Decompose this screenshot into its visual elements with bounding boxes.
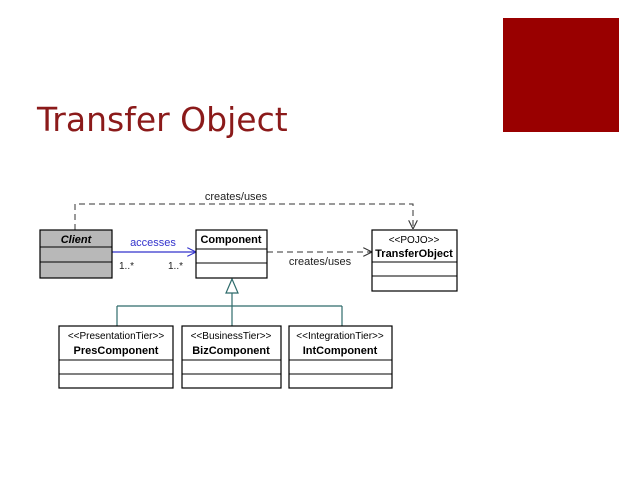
class-transfer-object-name: TransferObject [375,248,453,260]
class-client: Client [39,229,113,279]
class-int-component-name: IntComponent [303,345,378,357]
class-pres-component-name: PresComponent [74,345,159,357]
class-component-name: Component [200,234,261,246]
accesses-label: accesses [130,237,176,249]
slide-title: Transfer Object [37,100,288,139]
component-dependency-label: creates/uses [289,256,352,268]
accent-square [503,18,619,132]
component-dependency: creates/uses [267,252,372,268]
accesses-target-multiplicity: 1..* [168,261,183,272]
top-dependency-label: creates/uses [205,191,268,203]
accesses-association: accesses 1..* 1..* [112,237,196,272]
class-transfer-object: <<POJO>> TransferObject [371,229,458,292]
class-biz-component-stereotype: <<BusinessTier>> [191,331,272,342]
class-transfer-object-stereotype: <<POJO>> [389,235,440,246]
class-client-name: Client [61,234,93,246]
class-int-component: <<IntegrationTier>> IntComponent [288,325,393,389]
accesses-source-multiplicity: 1..* [119,261,134,272]
class-biz-component-name: BizComponent [192,345,270,357]
class-int-component-stereotype: <<IntegrationTier>> [296,331,384,342]
generalization [116,277,343,326]
generalization-triangle [225,277,239,294]
class-component: Component [195,229,268,279]
class-biz-component: <<BusinessTier>> BizComponent [181,325,282,389]
class-pres-component-stereotype: <<PresentationTier>> [68,331,165,342]
top-dependency: creates/uses [74,191,413,230]
class-pres-component: <<PresentationTier>> PresComponent [58,325,174,389]
